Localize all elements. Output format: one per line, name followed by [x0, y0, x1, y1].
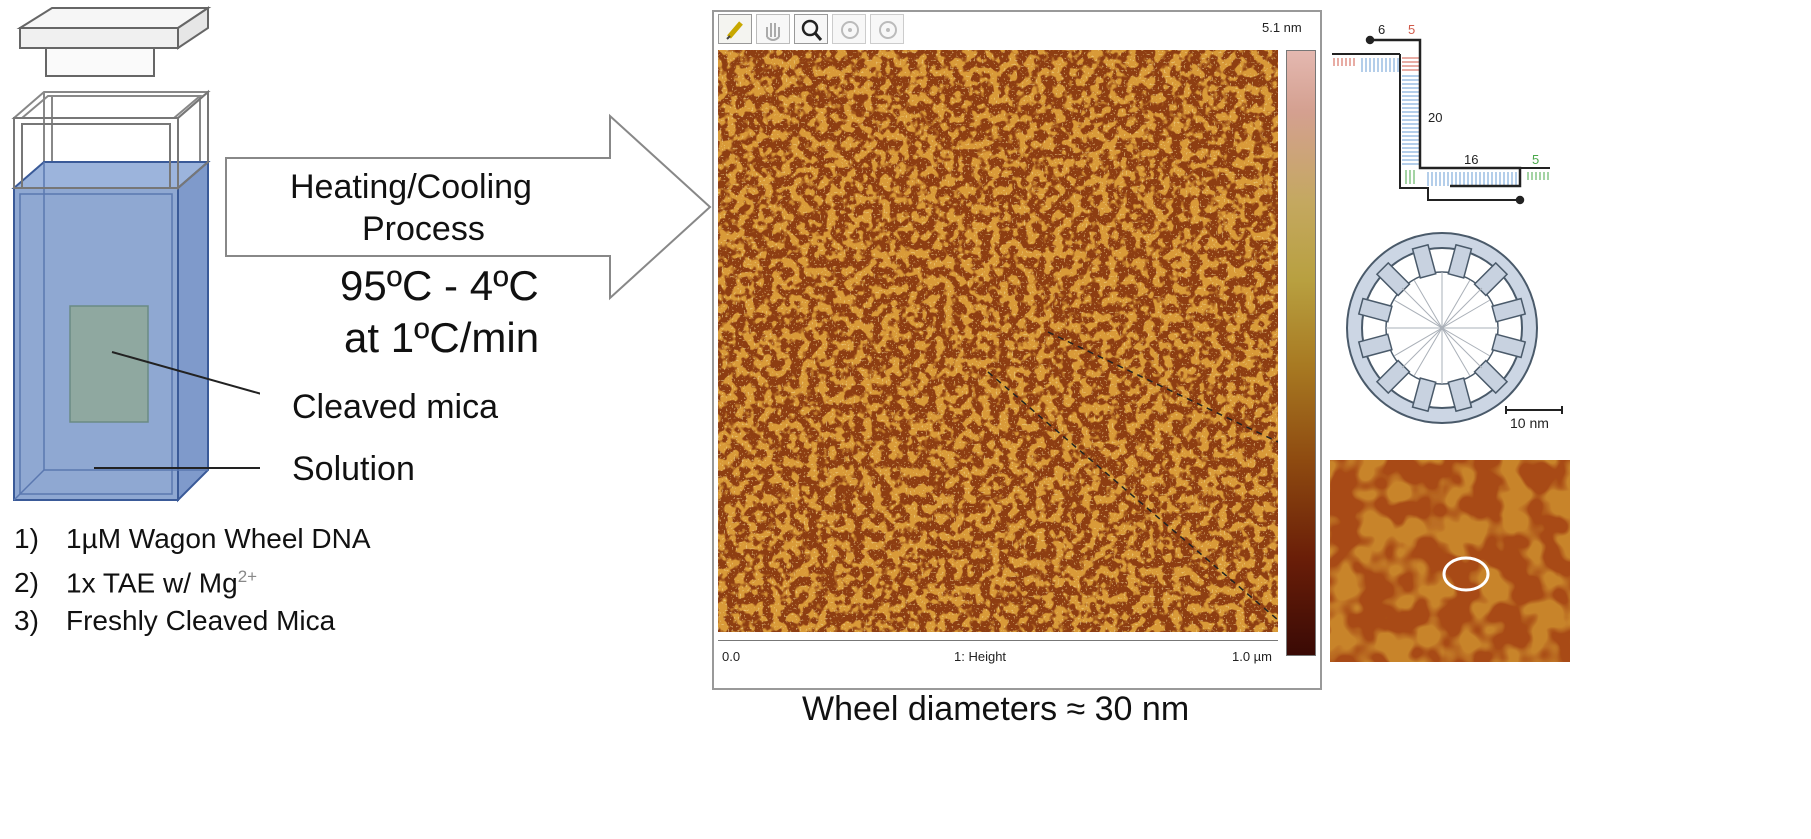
- condition-item: 1) 1µM Wagon Wheel DNA: [14, 520, 371, 558]
- afm-axis: 0.0 1: Height 1.0 µm: [718, 640, 1278, 671]
- wheel-spokes: [1357, 243, 1527, 413]
- label-cleaved-mica: Cleaved mica: [292, 388, 498, 426]
- wheel-spoke: [1447, 377, 1473, 413]
- strand-label-middle: 20: [1428, 110, 1442, 125]
- cuvette-diagram: [11, 6, 260, 503]
- pencil-icon[interactable]: [718, 14, 752, 44]
- condition-number: 1): [14, 523, 39, 554]
- dna-strand-schematic: 6 5 20 16 5: [1332, 22, 1550, 205]
- wheel-center-lines: [1386, 272, 1498, 384]
- wagon-wheel-schematic: 10 nm: [1346, 232, 1563, 431]
- condition-item: 3) Freshly Cleaved Mica: [14, 602, 371, 640]
- mica-sheet: [69, 305, 149, 423]
- zoom-guide-line: [987, 371, 1278, 621]
- afm-height-image: [718, 50, 1278, 632]
- wheel-spoke: [1491, 333, 1527, 359]
- condition-superscript: 2+: [237, 567, 258, 586]
- scale-max-label: 5.1 nm: [1262, 20, 1302, 35]
- wheel-highlight-circle: [1442, 556, 1490, 592]
- wheel-spoke: [1357, 333, 1393, 359]
- strand-backbone: [1332, 35, 1550, 205]
- process-arrow: [225, 113, 712, 301]
- magnify-icon[interactable]: [794, 14, 828, 44]
- mica-leader-line: [111, 351, 260, 395]
- process-title-line1: Heating/Cooling: [290, 168, 532, 206]
- axis-start-label: 0.0: [722, 649, 741, 664]
- zoom-guide-line: [1047, 331, 1278, 443]
- wheel-spoke: [1411, 243, 1437, 279]
- wheel-diameter-caption: Wheel diameters ≈ 30 nm: [802, 690, 1190, 728]
- zoom-in-icon[interactable]: [832, 14, 866, 44]
- condition-item: 2) 1x TAE w/ Mg2+: [14, 558, 371, 602]
- zoom-inset-image: [1330, 460, 1570, 662]
- height-color-scale: [1286, 50, 1316, 656]
- wheel-spoke: [1447, 243, 1473, 279]
- scale-bar-label: 10 nm: [1510, 415, 1549, 431]
- temperature-range: 95ºC - 4ºC: [340, 262, 539, 309]
- strand-label-bottom-right: 5: [1532, 152, 1539, 167]
- afm-toolbar: [718, 14, 918, 46]
- condition-text: 1x TAE w/ Mg: [66, 567, 238, 599]
- cuvette-lid: [16, 6, 212, 77]
- wheel-spoke: [1491, 297, 1527, 323]
- condition-text: Freshly Cleaved Mica: [66, 605, 336, 637]
- strand-label-bottom-left: 16: [1464, 152, 1478, 167]
- wheel-spoke: [1357, 297, 1393, 323]
- channel-label: 1: Height: [954, 649, 1007, 664]
- conditions-list: 1) 1µM Wagon Wheel DNA 2) 1x TAE w/ Mg2+ 3…: [14, 520, 371, 640]
- strand-label-top-left: 6: [1378, 22, 1385, 37]
- zoom-out-icon[interactable]: [870, 14, 904, 44]
- hand-icon[interactable]: [756, 14, 790, 44]
- condition-number: 2): [14, 567, 39, 599]
- process-title-line2: Process: [362, 210, 485, 248]
- cooling-rate: at 1ºC/min: [344, 314, 540, 361]
- label-solution: Solution: [292, 450, 415, 488]
- condition-text: 1µM Wagon Wheel DNA: [66, 523, 371, 554]
- wheel-spoke: [1411, 377, 1437, 413]
- axis-end-label: 1.0 µm: [1231, 649, 1272, 664]
- strand-label-top-right: 5: [1408, 22, 1415, 37]
- condition-number: 3): [14, 605, 39, 637]
- strand-hatching: [1333, 57, 1549, 186]
